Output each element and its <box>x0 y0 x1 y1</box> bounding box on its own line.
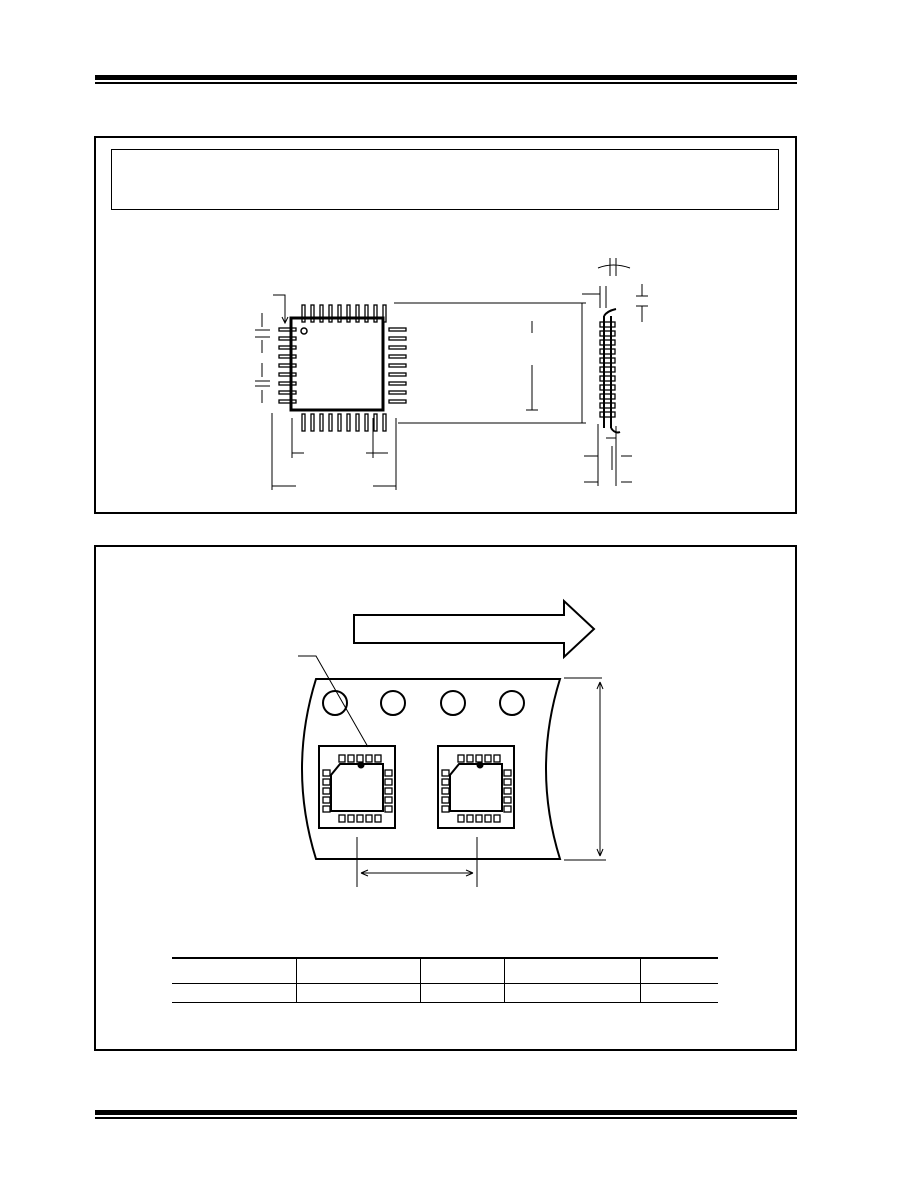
package-body <box>289 316 385 412</box>
header-cell <box>420 958 505 984</box>
table-cell <box>172 983 297 1003</box>
left-pin-row <box>278 327 297 404</box>
tape-outline <box>301 678 562 860</box>
header-cell <box>640 958 718 984</box>
table-cell <box>504 983 641 1003</box>
tape-reel-figure <box>94 545 797 1051</box>
table-cell <box>420 983 505 1003</box>
tape-spec-table <box>172 957 718 1003</box>
header-rule-thick <box>95 75 797 80</box>
header-cell <box>296 958 421 984</box>
carrier-tape-drawing <box>298 655 606 887</box>
top-pin-row <box>301 304 387 323</box>
table-cell <box>640 984 718 1003</box>
package-side-view-drawing <box>582 258 648 486</box>
footer-rule-thin <box>95 1117 797 1119</box>
feed-direction-arrow <box>353 598 596 660</box>
package-top-view-drawing <box>255 294 586 490</box>
header-rule-thin <box>95 82 797 84</box>
table-row <box>172 983 718 1003</box>
tape-pocket-1 <box>318 745 396 829</box>
package-outline-figure <box>94 136 797 514</box>
bottom-pin-row <box>301 413 387 432</box>
tape-pocket-2 <box>437 745 515 829</box>
side-pin-stack <box>599 321 616 418</box>
footer-rule-thick <box>95 1110 797 1115</box>
table-header-row <box>172 958 718 984</box>
header-cell <box>504 958 641 984</box>
notice-box <box>111 149 779 210</box>
sprocket-holes <box>322 690 525 716</box>
pin-one-marker <box>300 327 308 335</box>
right-pin-row <box>388 327 407 404</box>
table-cell <box>296 983 421 1003</box>
header-cell <box>172 958 297 984</box>
